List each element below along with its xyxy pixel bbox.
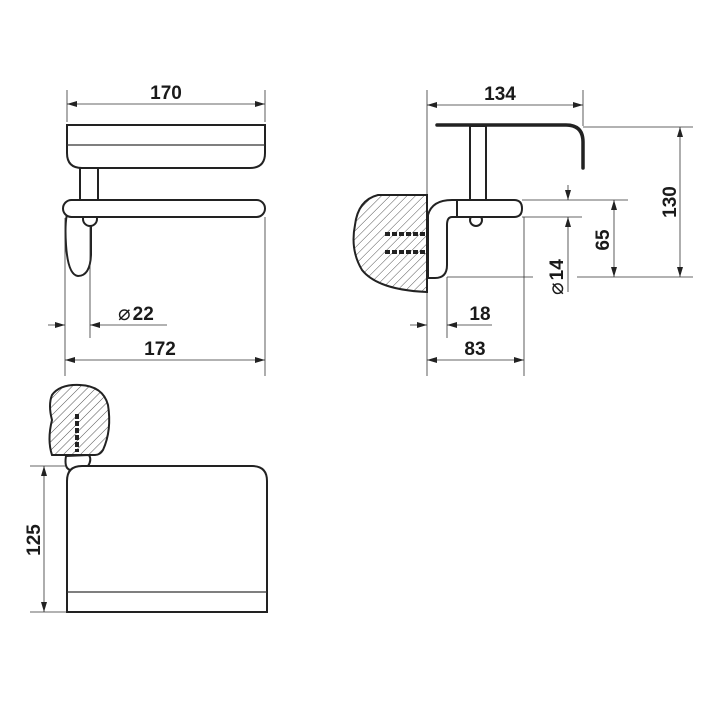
shelf-plate	[66, 124, 266, 169]
dimension-label-170: 170	[150, 83, 182, 104]
dimension-label-22: ⌀22	[118, 302, 154, 325]
dimension-label-125: 125	[24, 524, 45, 556]
support-post	[469, 125, 487, 201]
side-view: 134 130 65 ⌀14 18 83	[352, 84, 693, 376]
dimension-label-83: 83	[464, 339, 485, 360]
dimension-label-18: 18	[469, 304, 490, 325]
diameter-symbol: ⌀	[545, 282, 568, 295]
wall-section	[48, 383, 111, 456]
dimension-label-134: 134	[484, 84, 516, 105]
shelf-plate-profile	[435, 123, 585, 170]
diameter-value: 22	[133, 304, 154, 325]
paper-holder-plate	[66, 465, 268, 613]
dimension-label-172: 172	[144, 339, 176, 360]
roll-bar	[456, 199, 524, 218]
dimension-label-65: 65	[593, 229, 614, 251]
support-post	[79, 167, 99, 202]
roll-bar	[62, 199, 266, 218]
plan-view: 125	[24, 383, 268, 613]
dimension-label-130: 130	[660, 186, 681, 218]
dimension-label-14: ⌀14	[545, 259, 568, 295]
wall-section	[352, 194, 428, 294]
diameter-symbol: ⌀	[118, 302, 131, 325]
front-view: 170 ⌀22 172	[48, 83, 266, 376]
wall-bracket	[427, 199, 459, 279]
diameter-value: 14	[547, 259, 568, 281]
